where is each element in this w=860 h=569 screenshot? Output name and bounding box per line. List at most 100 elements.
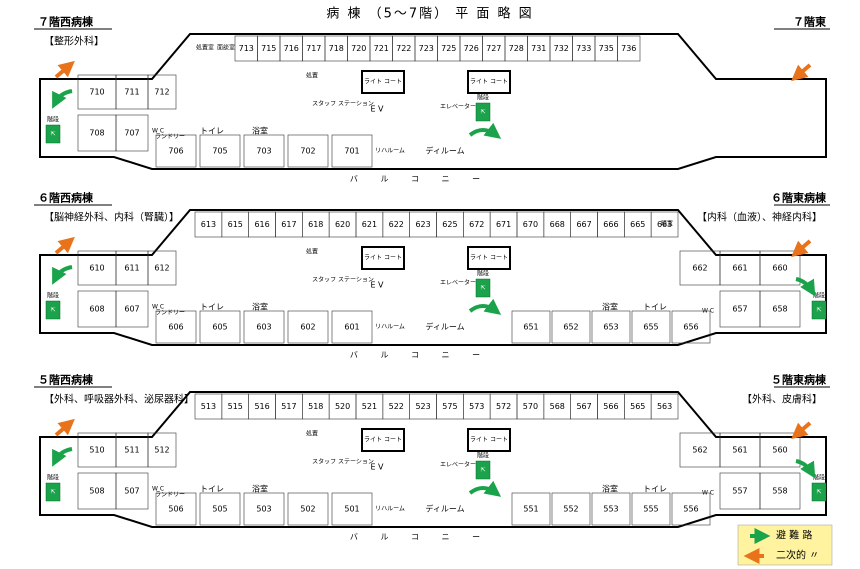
room-number: 672 (469, 220, 484, 229)
room-number: 625 (442, 220, 457, 229)
room-number: 658 (772, 305, 787, 314)
room (591, 492, 631, 526)
room-number: 560 (772, 446, 787, 455)
wc-label: W C (152, 486, 164, 493)
room-number: 651 (523, 323, 538, 332)
room-number: 622 (389, 220, 404, 229)
room-number: 503 (256, 505, 271, 514)
room (331, 310, 373, 344)
east-ward-department: 【内科（血液）、神経内科】 (697, 211, 822, 224)
balcony-label: バ ル コ ニ ー (350, 175, 490, 184)
wc-label: W C (152, 304, 164, 311)
stairs-label: 階段 (477, 94, 489, 102)
bath-label: 浴室 (252, 126, 268, 136)
room (147, 432, 177, 468)
east-ward-title: ７階東 (793, 15, 827, 29)
secondary-route-arrow-icon (54, 418, 75, 437)
room (591, 310, 631, 344)
room-number: 561 (732, 446, 747, 455)
secondary-route-arrow-icon (791, 63, 812, 82)
toilet-label: トイレ (200, 303, 224, 312)
room-number: 733 (576, 44, 591, 53)
light-court-label: ライト コート (364, 79, 402, 86)
treatment-label: 処置 (306, 430, 318, 438)
light-court (467, 70, 511, 94)
room-number: 557 (732, 487, 747, 496)
room-number: 603 (256, 323, 271, 332)
west-ward-department: 【脳神経外科、内科（腎臓）】 (44, 211, 179, 224)
room-number: 667 (576, 220, 591, 229)
room (115, 472, 149, 510)
emergency-exit-icon (45, 300, 61, 320)
room-number: 562 (692, 446, 707, 455)
room-number: 522 (389, 402, 404, 411)
room-number: 610 (89, 264, 104, 273)
light-court (361, 428, 405, 452)
exit-glyph: ⇱ (50, 489, 55, 496)
room-number: 712 (154, 88, 169, 97)
laundry-label: ランドリー (155, 492, 185, 499)
room (155, 492, 197, 526)
room (199, 310, 241, 344)
room-number: 553 (603, 505, 618, 514)
balcony-label: バ ル コ ニ ー (350, 533, 490, 542)
room (199, 134, 241, 168)
escape-route-arrow-icon (468, 122, 502, 139)
room (243, 492, 285, 526)
room-number: 606 (168, 323, 183, 332)
room-number: 505 (212, 505, 227, 514)
room-number: 558 (772, 487, 787, 496)
room-number: 731 (531, 44, 546, 53)
escape-route-arrow-icon (795, 459, 816, 479)
balcony-label: バ ル コ ニ ー (350, 351, 490, 360)
room-number: 735 (599, 44, 614, 53)
room (147, 250, 177, 286)
west-ward-department: 【整形外科】 (44, 35, 104, 48)
room-number: 715 (261, 44, 276, 53)
wc-label: W C (152, 128, 164, 135)
exit-glyph: ⇱ (50, 131, 55, 138)
east-ward-department: 【外科、皮膚科】 (742, 393, 822, 406)
room-number: 701 (344, 147, 359, 156)
room (631, 492, 671, 526)
room-number: 668 (550, 220, 565, 229)
room-number: 656 (683, 323, 698, 332)
room (759, 432, 801, 468)
elevator-label: エレベーター (440, 461, 476, 469)
legend: 避 難 路 二次的 〃 (737, 524, 833, 566)
emergency-exit-icon (475, 278, 491, 298)
room (671, 492, 711, 526)
light-court-label: ライト コート (470, 255, 508, 262)
west-ward-title: ７階西病棟 (38, 15, 94, 29)
elevator-label: エレベーター (440, 103, 476, 111)
room (287, 492, 329, 526)
stairs-label: 階段 (477, 452, 489, 460)
ev-label: E V (370, 105, 384, 114)
room (155, 134, 197, 168)
room-number: 572 (496, 402, 511, 411)
room (331, 134, 373, 168)
day-room: ディルーム (425, 504, 464, 514)
bath-label: 浴室 (602, 484, 618, 494)
exit-glyph: ⇱ (816, 307, 821, 314)
exit-glyph: ⇱ (816, 489, 821, 496)
escape-route-arrow-icon (52, 89, 73, 109)
room-number: 511 (124, 446, 139, 455)
room-number: 563 (657, 402, 672, 411)
room-number: 720 (351, 44, 366, 53)
secondary-route-arrow-icon (791, 239, 812, 258)
west-ward-title: ５階西病棟 (38, 373, 94, 387)
room-number: 716 (284, 44, 299, 53)
staff-station-label: スタッフ ステーション (312, 458, 374, 466)
room-number: 612 (154, 264, 169, 273)
escape-route-arrow-icon (468, 298, 502, 315)
west-ward-department: 【外科、呼吸器外科、泌尿器科】 (44, 393, 194, 406)
room-number: 520 (335, 402, 350, 411)
emergency-exit-icon (45, 124, 61, 144)
treatment-label: 処置 (306, 248, 318, 256)
room-number: 711 (124, 88, 139, 97)
room-number: 663 (657, 220, 672, 229)
stairs-label: 階段 (47, 116, 59, 124)
